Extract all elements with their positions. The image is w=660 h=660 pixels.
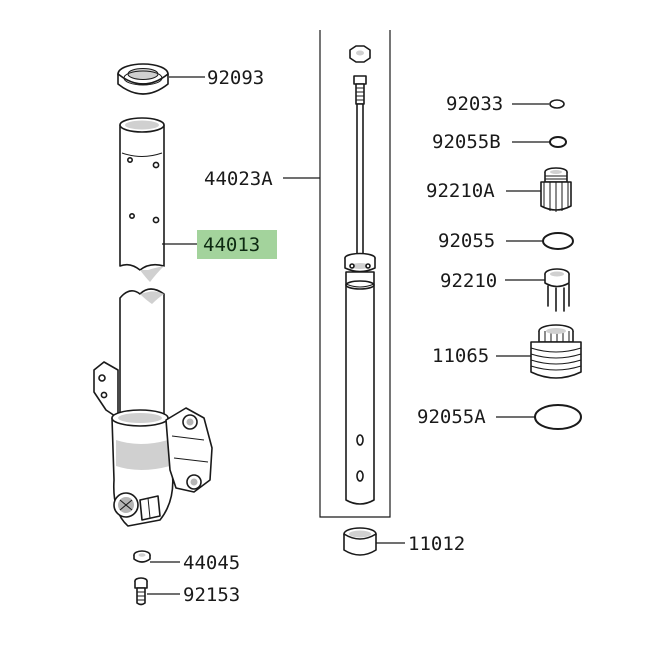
collar-drawing[interactable] <box>343 527 377 556</box>
cartridge-assembly-frame <box>283 30 391 518</box>
adjuster-drawing[interactable] <box>540 167 572 212</box>
part-label-92055A[interactable]: 92055A <box>417 406 486 428</box>
dust-seal-drawing[interactable] <box>117 63 169 95</box>
part-label-44023A[interactable]: 44023A <box>204 168 273 190</box>
bolt-drawing[interactable] <box>134 577 148 606</box>
part-label-92055[interactable]: 92055 <box>438 230 495 252</box>
fork-slider-drawing[interactable] <box>93 288 213 527</box>
o-ring-medium-drawing[interactable] <box>542 232 574 250</box>
part-label-11065[interactable]: 11065 <box>432 345 489 367</box>
o-ring-small-drawing[interactable] <box>549 136 567 148</box>
part-labels: 92093 44013 44023A 44045 92153 92033 920… <box>183 67 503 606</box>
part-label-44013[interactable]: 44013 <box>203 234 260 256</box>
leader-lines <box>147 76 550 595</box>
small-ring-drawing[interactable] <box>549 99 565 109</box>
part-label-44045[interactable]: 44045 <box>183 552 240 574</box>
plunger-drawing[interactable] <box>544 268 570 312</box>
part-label-92055B[interactable]: 92055B <box>432 131 501 153</box>
part-label-highlight <box>197 230 277 259</box>
part-label-92033[interactable]: 92033 <box>446 93 503 115</box>
part-label-11012[interactable]: 11012 <box>408 533 465 555</box>
part-label-92210A[interactable]: 92210A <box>426 180 495 202</box>
part-label-92153[interactable]: 92153 <box>183 584 240 606</box>
part-label-92093[interactable]: 92093 <box>207 67 264 89</box>
o-ring-large-drawing[interactable] <box>534 404 582 430</box>
damper-rod-drawing[interactable] <box>344 45 376 505</box>
gasket-drawing[interactable] <box>133 550 151 563</box>
part-label-92210[interactable]: 92210 <box>440 270 497 292</box>
inner-tube-upper-drawing[interactable] <box>119 117 165 282</box>
cap-bolt-drawing[interactable] <box>530 324 582 379</box>
